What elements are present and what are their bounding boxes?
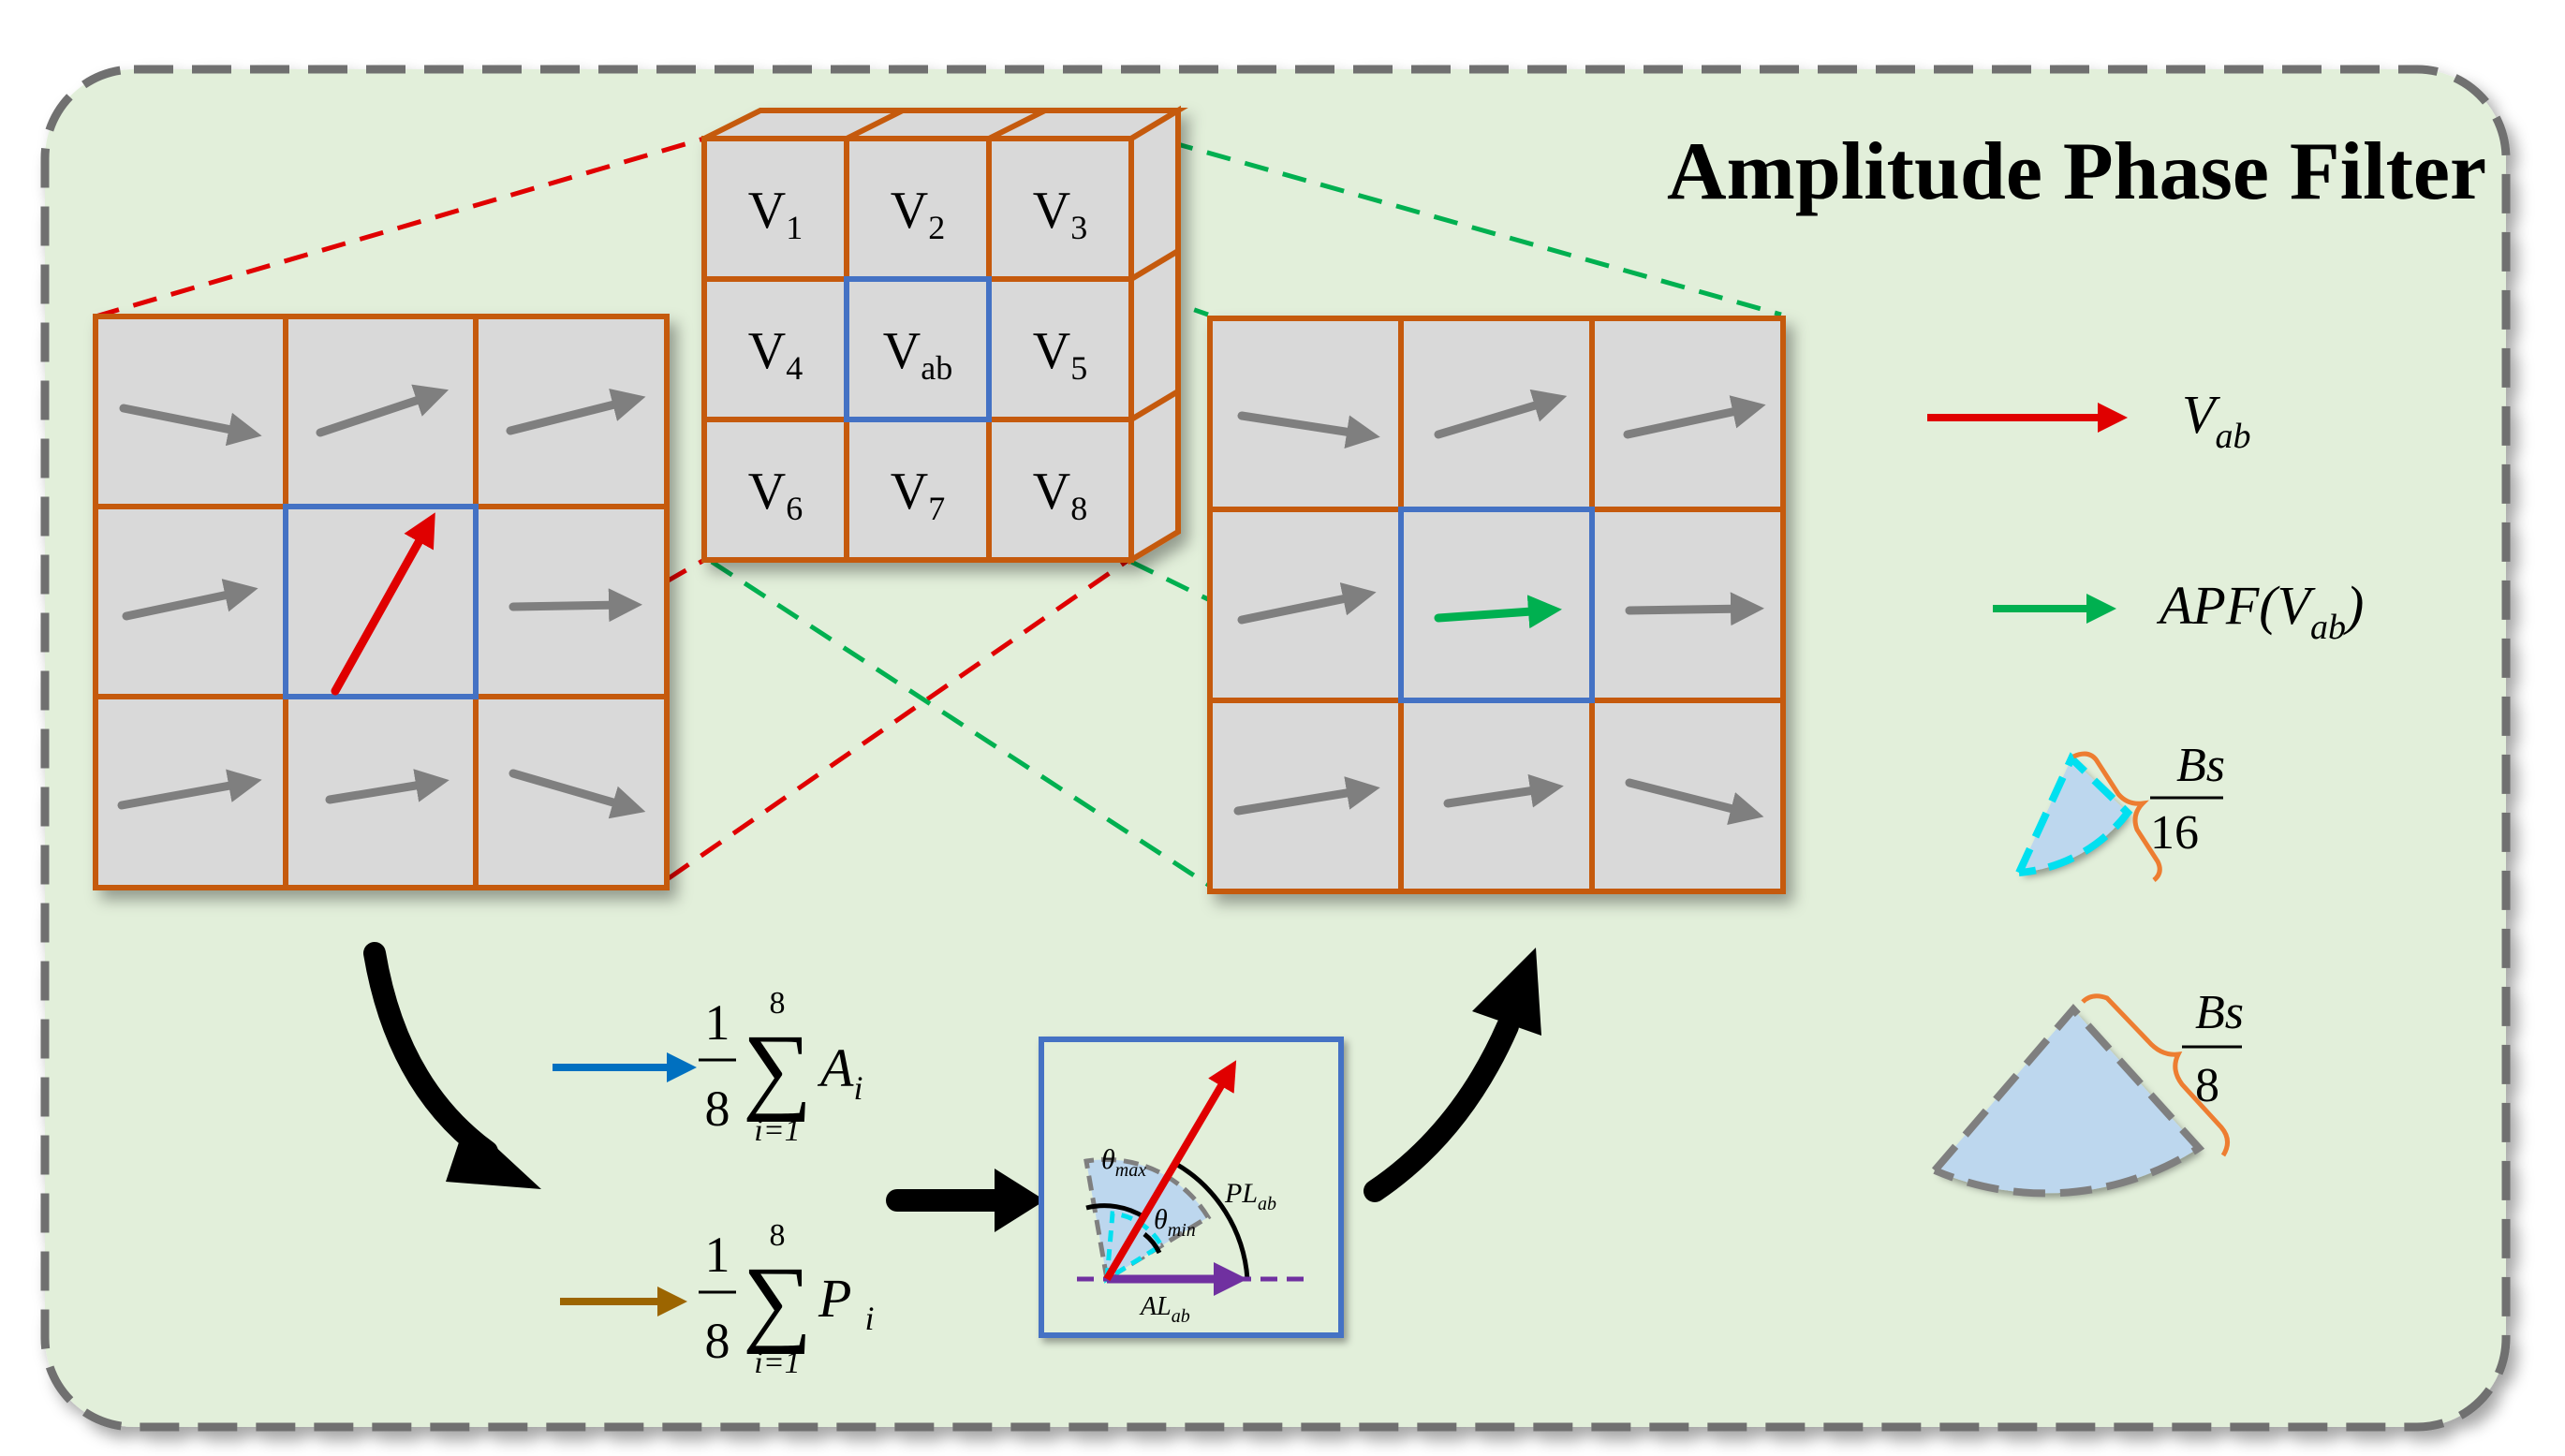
- legend-large-sector-brace: [2081, 993, 2230, 1157]
- output-vector-4: [1237, 582, 1377, 625]
- cube-center-cell-highlight: [844, 276, 992, 422]
- legend-large-sector-fraction: Bs 8: [2182, 986, 2244, 1112]
- output-vector-3: [1623, 395, 1766, 439]
- output-vector-5: [1625, 592, 1764, 626]
- legend-large-sector: [1935, 1009, 2199, 1194]
- input-vector-4: [122, 579, 258, 621]
- input-vector-3: [506, 388, 646, 435]
- flow-arrow-up-head: [1472, 948, 1541, 1036]
- svg-text:1: 1: [705, 994, 730, 1051]
- svg-text:8: 8: [2195, 1059, 2219, 1112]
- input-vectors: [117, 384, 646, 819]
- svg-text:8: 8: [705, 1313, 730, 1369]
- input-vector-6: [117, 769, 262, 810]
- cube-cell-vab: Vab: [883, 322, 952, 387]
- svg-text:Pi: Pi: [818, 1268, 874, 1337]
- cube-cell-v8: V8: [1033, 463, 1087, 527]
- detail-theta-max-arc: [1085, 1203, 1146, 1220]
- svg-text:Ai: Ai: [817, 1037, 862, 1107]
- legend-small-sector-outline: [2015, 752, 2133, 876]
- svg-text:i=1: i=1: [754, 1113, 800, 1148]
- svg-text:Bs: Bs: [2195, 986, 2244, 1039]
- flow-arrow-right-head: [995, 1169, 1045, 1232]
- detail-vector-red: [1103, 1060, 1237, 1282]
- cube-cell-v2: V2: [891, 182, 945, 246]
- detail-pl-label: PLab: [1224, 1178, 1276, 1214]
- legend-vab-label: Vab: [2182, 384, 2250, 456]
- output-vector-6: [1233, 776, 1380, 816]
- cube-cell-v6: V6: [748, 463, 803, 527]
- output-center-cell-highlight: [1398, 507, 1595, 703]
- svg-text:∑: ∑: [743, 1247, 812, 1355]
- legend-small-sector-fraction: Bs 16: [2150, 739, 2225, 860]
- output-vector-7: [1443, 773, 1564, 808]
- cube-cell-v7: V7: [891, 463, 945, 527]
- detail-al-label: ALab: [1139, 1292, 1190, 1327]
- legend-small-sector-brace: [2071, 751, 2162, 882]
- svg-text:16: 16: [2150, 806, 2199, 860]
- svg-text:∑: ∑: [743, 1015, 812, 1123]
- cube-cell-v3: V3: [1033, 182, 1087, 246]
- input-vector-5: [509, 588, 642, 623]
- svg-text:i=1: i=1: [754, 1346, 800, 1380]
- cube-cell-v4: V4: [748, 322, 803, 387]
- output-vector-8: [1625, 778, 1764, 826]
- input-vector-1: [119, 404, 262, 447]
- legend-apf-label: APF(Vab): [2156, 575, 2364, 647]
- cube-cell-labels: V1 V2 V3 V4 Vab V5 V6 V7 V8: [748, 182, 1087, 527]
- flow-arrow-up: [1364, 1015, 1519, 1202]
- svg-text:8: 8: [705, 1081, 730, 1137]
- input-center-cell-highlight: [283, 504, 479, 699]
- detail-theta-min-label: θmin: [1154, 1204, 1196, 1241]
- output-vector-1: [1237, 411, 1380, 449]
- detail-box: [1039, 1037, 1344, 1338]
- input-vector-8: [509, 769, 646, 819]
- svg-text:8: 8: [770, 1218, 786, 1253]
- diagram-title: Amplitude Phase Filter: [1667, 126, 2486, 217]
- svg-text:8: 8: [770, 986, 786, 1021]
- detail-pl-arc: [1172, 1160, 1250, 1280]
- output-vectors: [1233, 389, 1766, 826]
- legend-large-sector-outline: [1931, 1003, 2205, 1198]
- output-vector-2: [1434, 389, 1568, 439]
- input-center-vector-red: [331, 512, 435, 696]
- cube-cell-v1: V1: [748, 182, 803, 246]
- input-vector-2: [316, 384, 450, 437]
- neighborhood-cube: [701, 105, 1188, 566]
- cube-cell-v5: V5: [1033, 322, 1087, 387]
- svg-text:Bs: Bs: [2176, 739, 2225, 792]
- flow-arrow-down-head: [446, 1120, 541, 1189]
- detail-theta-min-arc: [1142, 1232, 1162, 1255]
- mean-amplitude-formula: 1 8 8 ∑ i=1 Ai: [699, 986, 862, 1148]
- detail-theta-max-label: θmax: [1101, 1144, 1146, 1181]
- input-vector-7: [325, 769, 450, 804]
- svg-text:1: 1: [705, 1227, 730, 1283]
- output-center-vector-green: [1434, 595, 1562, 629]
